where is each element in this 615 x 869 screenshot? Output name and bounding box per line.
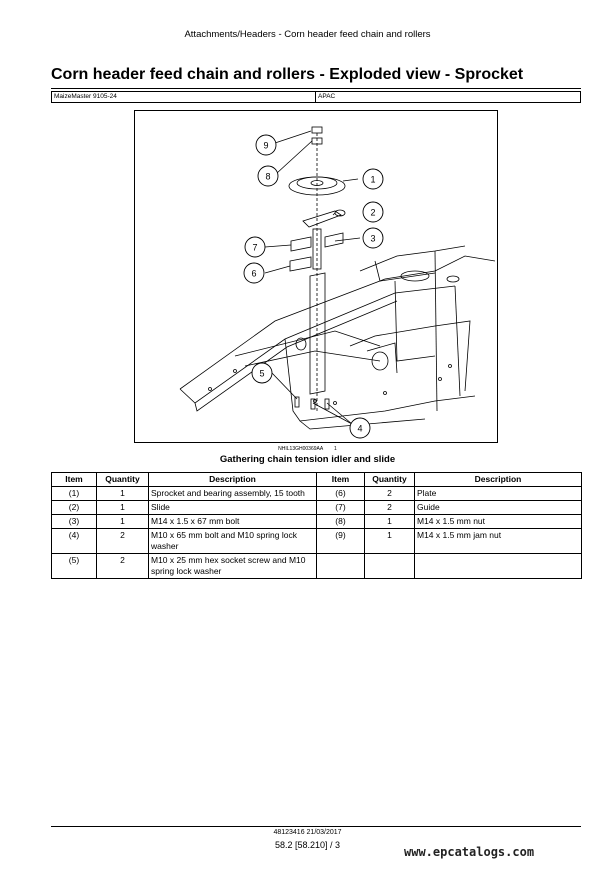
exploded-view-figure: 1 2 3 4 5 6 7 8: [134, 110, 498, 443]
cell-description: M14 x 1.5 mm nut: [414, 514, 582, 529]
cell-quantity: 1: [96, 486, 149, 501]
cell-item: (4): [51, 528, 97, 554]
callout-1: 1: [362, 168, 384, 190]
cell-description: Sprocket and bearing assembly, 15 tooth: [148, 486, 317, 501]
cell-description: Slide: [148, 500, 317, 515]
model-bar-divider: [315, 92, 316, 102]
callout-5: 5: [251, 362, 273, 384]
cell-quantity: 1: [96, 500, 149, 515]
table-row: (5) 2 M10 x 25 mm hex socket screw and M…: [51, 553, 582, 579]
callout-8: 8: [257, 165, 279, 187]
callout-label-9: 9: [263, 141, 268, 151]
cell-description: M10 x 65 mm bolt and M10 spring lock was…: [148, 528, 317, 554]
header-item-left: Item: [51, 472, 97, 487]
callout-9: 9: [255, 134, 277, 156]
header-quantity-right: Quantity: [364, 472, 415, 487]
cell-description: [414, 553, 582, 579]
table-row: (3) 1 M14 x 1.5 x 67 mm bolt (8) 1 M14 x…: [51, 514, 582, 529]
cell-quantity: 2: [364, 486, 415, 501]
cell-item: (5): [51, 553, 97, 579]
cell-description: M10 x 25 mm hex socket screw and M10 spr…: [148, 553, 317, 579]
cell-quantity: 2: [96, 553, 149, 579]
table-row: (1) 1 Sprocket and bearing assembly, 15 …: [51, 486, 582, 501]
footer-rule: [51, 826, 581, 827]
parts-table: Item Quantity Description Item Quantity …: [51, 472, 582, 579]
callout-7: 7: [244, 236, 266, 258]
cell-description: Plate: [414, 486, 582, 501]
title-rule: [51, 88, 581, 89]
cell-quantity: 1: [364, 528, 415, 554]
figure-caption: Gathering chain tension idler and slide: [219, 454, 396, 465]
cell-quantity: [364, 553, 415, 579]
cell-item: (1): [51, 486, 97, 501]
page-header: Attachments/Headers - Corn header feed c…: [184, 29, 431, 40]
callout-label-6: 6: [251, 269, 256, 279]
callout-label-2: 2: [370, 208, 375, 218]
cell-item: (8): [316, 514, 365, 529]
cell-quantity: 1: [96, 514, 149, 529]
cell-item: [316, 553, 365, 579]
header-quantity-left: Quantity: [96, 472, 149, 487]
cell-description: M14 x 1.5 x 67 mm bolt: [148, 514, 317, 529]
footer-page-number: 58.2 [58.210] / 3: [274, 840, 341, 850]
exploded-view-drawing: 1 2 3 4 5 6 7 8: [179, 126, 496, 439]
cell-item: (9): [316, 528, 365, 554]
header-item-right: Item: [316, 472, 365, 487]
callout-3: 3: [362, 227, 384, 249]
callout-label-8: 8: [265, 172, 270, 182]
header-description-right: Description: [414, 472, 582, 487]
cell-item: (6): [316, 486, 365, 501]
callout-label-1: 1: [370, 175, 375, 185]
cell-item: (7): [316, 500, 365, 515]
figure-code: NHIL13GH00369AA: [278, 446, 323, 452]
cell-description: Guide: [414, 500, 582, 515]
cell-description: M14 x 1.5 mm jam nut: [414, 528, 582, 554]
callout-2: 2: [362, 201, 384, 223]
cell-item: (3): [51, 514, 97, 529]
table-row: (2) 1 Slide (7) 2 Guide: [51, 500, 582, 515]
figure-code-line: NHIL13GH00369AA 1: [0, 446, 615, 452]
cell-quantity: 1: [364, 514, 415, 529]
region-label: APAC: [318, 93, 336, 100]
callout-label-3: 3: [370, 234, 375, 244]
callout-label-7: 7: [252, 243, 257, 253]
callout-4: 4: [349, 417, 371, 439]
callout-label-4: 4: [357, 424, 362, 434]
model-bar: MaizeMaster 9105-24 APAC: [51, 91, 581, 103]
footer-document-id: 48123416 21/03/2017: [273, 829, 342, 836]
page-title: Corn header feed chain and rollers - Exp…: [51, 66, 524, 83]
callout-6: 6: [243, 262, 265, 284]
header-description-left: Description: [148, 472, 317, 487]
figure-number: 1: [334, 446, 337, 452]
table-header-row: Item Quantity Description Item Quantity …: [51, 472, 582, 487]
callout-label-5: 5: [259, 369, 264, 379]
cell-item: (2): [51, 500, 97, 515]
cell-quantity: 2: [364, 500, 415, 515]
table-row: (4) 2 M10 x 65 mm bolt and M10 spring lo…: [51, 528, 582, 554]
cell-quantity: 2: [96, 528, 149, 554]
model-label: MaizeMaster 9105-24: [54, 93, 117, 100]
watermark: www.epcatalogs.com: [404, 845, 535, 859]
